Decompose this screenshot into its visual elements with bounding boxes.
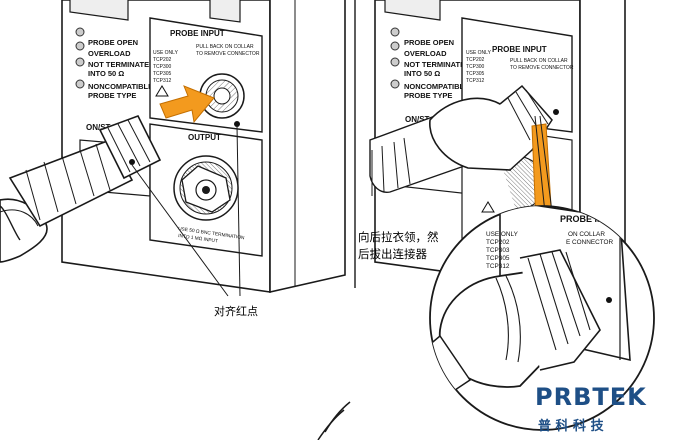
left-led-group: PROBE OPEN OVERLOAD NOT TERMINATED INTO … [75, 27, 155, 100]
led-label: PROBE TYPE [88, 91, 136, 100]
left-panel: PROBE OPEN OVERLOAD NOT TERMINATED INTO … [0, 0, 346, 318]
use-only-text: TCP202 [466, 57, 485, 63]
led-icon [390, 27, 400, 37]
bnc-connector [173, 155, 239, 221]
zoom-use-only-text: TCP305 [486, 255, 510, 262]
left-probe [0, 115, 162, 263]
callout-line [131, 164, 229, 297]
logo-name: PRBTEK [535, 383, 647, 411]
warning-icon [481, 201, 495, 213]
output-label: OUTPUT [188, 133, 221, 142]
use-only-text: TCP312 [153, 78, 172, 84]
use-only-text: TCP305 [466, 71, 485, 77]
led-label: NONCOMPATIBLE [88, 82, 153, 91]
callout-line [539, 115, 553, 213]
use-only-text: TCP202 [153, 57, 172, 63]
pull-collar-label-line2: 后拔出连接器 [358, 247, 427, 261]
use-only-text: TCP300 [153, 64, 172, 70]
red-dot-icon [606, 297, 612, 303]
zoom-use-only-text: USE ONLY [486, 231, 519, 238]
led-label: NOT TERMINATED [88, 60, 155, 69]
right-led-group: PROBE OPEN OVERLOAD NOT TERMINATED INTO … [390, 27, 471, 100]
right-panel: PROBE OPEN OVERLOAD NOT TERMINATED INTO … [317, 0, 655, 440]
pull-note-text: PULL BACK ON COLLAR [196, 44, 254, 50]
use-only-text: TCP312 [466, 78, 485, 84]
led-label: INTO 50 Ω [88, 69, 124, 78]
led-label: NOT TERMINATED [404, 60, 471, 69]
pull-note-text: PULL BACK ON COLLAR [510, 58, 568, 64]
warning-icon [155, 85, 169, 97]
use-only-text: USE ONLY [466, 50, 492, 56]
zoom-use-only-text: TCP303 [486, 247, 510, 254]
insert-arrow-icon [159, 85, 215, 124]
led-icon [75, 57, 85, 67]
red-dot-icon [553, 109, 559, 115]
led-label: OVERLOAD [404, 49, 447, 58]
led-icon [390, 79, 400, 89]
zoom-use-only-text: TCP312 [486, 263, 510, 270]
zoom-pull-note-text: E CONNECTOR [566, 239, 613, 246]
output-note-text: INTO 1 MΩ INPUT [178, 233, 219, 245]
led-icon [75, 79, 85, 89]
callout-line [236, 125, 241, 297]
led-icon [390, 57, 400, 67]
zoom-probe-input-label: PROBE INPUT [560, 214, 622, 224]
led-label: PROBE OPEN [404, 38, 454, 47]
use-only-text: TCP300 [466, 64, 485, 70]
pull-note-text: TO REMOVE CONNECTOR [196, 51, 260, 57]
probe-input-label: PROBE INPUT [492, 45, 547, 54]
led-icon [390, 41, 400, 51]
pull-collar-label-line1: 向后拉衣领，然 [358, 230, 439, 244]
led-label: PROBE OPEN [88, 38, 138, 47]
logo-subtitle: 普 科 科 技 [538, 418, 605, 434]
led-label: INTO 50 Ω [404, 69, 440, 78]
on-stby-label: ON/ST [86, 123, 111, 132]
led-label: OVERLOAD [88, 49, 131, 58]
prbtek-logo: PRBTEK 普 科 科 技 [535, 383, 647, 434]
red-dot-icon [129, 159, 135, 165]
use-only-text: USE ONLY [153, 50, 179, 56]
right-probe [369, 84, 553, 196]
zoom-use-only-text: TCP202 [486, 239, 510, 246]
zoom-pull-note-text: ON COLLAR [568, 231, 605, 238]
use-only-text: TCP305 [153, 71, 172, 77]
align-red-dots-label: 对齐红点 [214, 304, 258, 318]
pull-note-text: TO REMOVE CONNECTOR [510, 65, 574, 71]
led-label: PROBE TYPE [404, 91, 452, 100]
led-icon [75, 41, 85, 51]
led-icon [75, 27, 85, 37]
red-dot-icon [234, 121, 240, 127]
on-stby-label: ON/ST [405, 115, 430, 124]
probe-input-label: PROBE INPUT [170, 29, 225, 38]
led-label: NONCOMPATIBLE [404, 82, 469, 91]
